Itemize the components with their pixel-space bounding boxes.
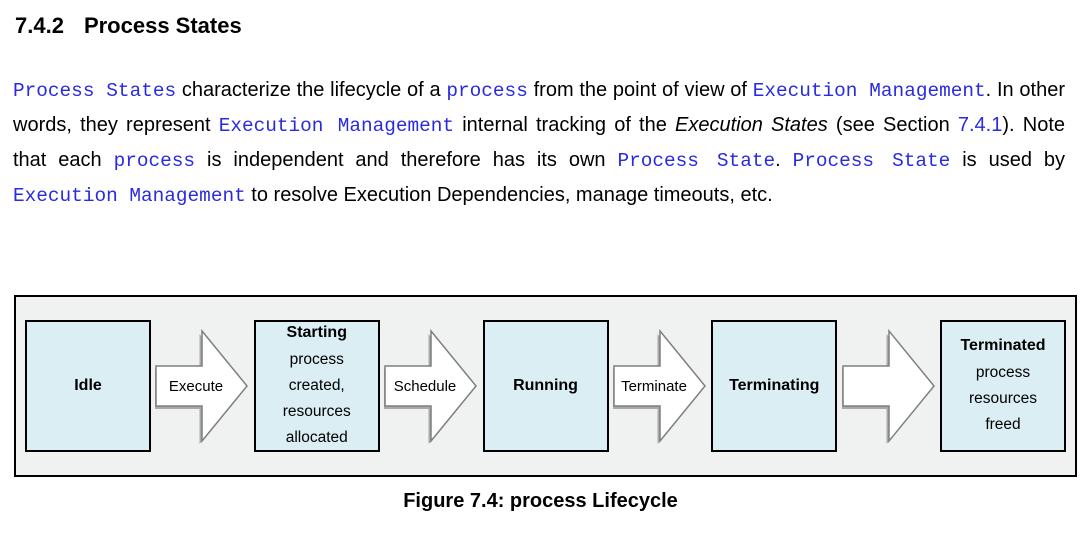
right-arrow-icon: Execute <box>155 328 249 444</box>
body-text: . <box>775 149 793 171</box>
state-box-terminating: Terminating <box>711 320 838 452</box>
transition-arrow-execute: Execute <box>155 328 249 444</box>
state-title: Terminated <box>960 336 1046 354</box>
body-text: (see Section <box>827 114 958 136</box>
term-link[interactable]: Process State <box>792 150 951 172</box>
arrow-label: Execute <box>169 378 223 395</box>
term-link[interactable]: Execution Management <box>218 115 455 137</box>
body-text: characterize the lifecycle of a <box>176 79 447 101</box>
state-title: Terminating <box>729 377 820 394</box>
transition-arrow-terminate: Terminate <box>612 328 707 444</box>
arrow-label: Terminate <box>621 378 687 395</box>
body-text: . In other words, they represent <box>13 79 1065 136</box>
state-box-terminated: Terminated process resources freed <box>940 320 1066 452</box>
state-box-starting: Starting process created, resources alloc… <box>253 320 380 452</box>
term-link[interactable]: process <box>446 80 528 102</box>
figure-caption: Figure 7.4: process Lifecycle <box>403 490 678 512</box>
section-heading: 7.4.2 Process States <box>15 13 1067 39</box>
emphasis-text: Execution States <box>675 114 828 136</box>
state-title: Idle <box>74 377 102 394</box>
right-arrow-icon: Schedule <box>384 328 478 444</box>
section-number: 7.4.2 <box>15 13 64 38</box>
body-text: ). Note that each <box>13 114 1065 171</box>
body-text: is used by <box>950 149 1065 171</box>
body-text: to resolve Execution Dependencies, manag… <box>245 184 773 206</box>
right-arrow-icon <box>841 328 935 444</box>
lifecycle-diagram: Idle Execute Starting process created, reso… <box>14 295 1077 477</box>
state-title: Starting <box>286 323 347 341</box>
state-box-idle: Idle <box>25 320 151 452</box>
section-ref-link[interactable]: 7.4.1 <box>957 114 1003 136</box>
figure-7-4: Idle Execute Starting process created, reso… <box>0 295 1081 513</box>
body-text: from the point of view of <box>527 79 753 101</box>
state-detail: process created, resources allocated <box>282 350 351 446</box>
transition-arrow <box>841 328 936 444</box>
term-link[interactable]: Process State <box>617 150 776 172</box>
body-text: is independent and therefore has its own <box>195 149 618 171</box>
term-link[interactable]: Execution Management <box>13 185 246 207</box>
term-link[interactable]: process <box>113 150 196 172</box>
arrow-label: Schedule <box>394 378 457 395</box>
right-arrow-icon: Terminate <box>612 328 706 444</box>
term-link[interactable]: Execution Management <box>752 80 986 102</box>
body-text: internal tracking of the <box>454 114 676 136</box>
transition-arrow-schedule: Schedule <box>384 328 478 444</box>
state-box-running: Running <box>482 320 609 452</box>
state-detail: process resources freed <box>968 363 1038 433</box>
section-title: Process States <box>83 13 242 38</box>
body-paragraph: Process States characterize the lifecycl… <box>13 73 1065 279</box>
state-title: Running <box>513 377 578 394</box>
term-link[interactable]: Process States <box>13 80 177 102</box>
